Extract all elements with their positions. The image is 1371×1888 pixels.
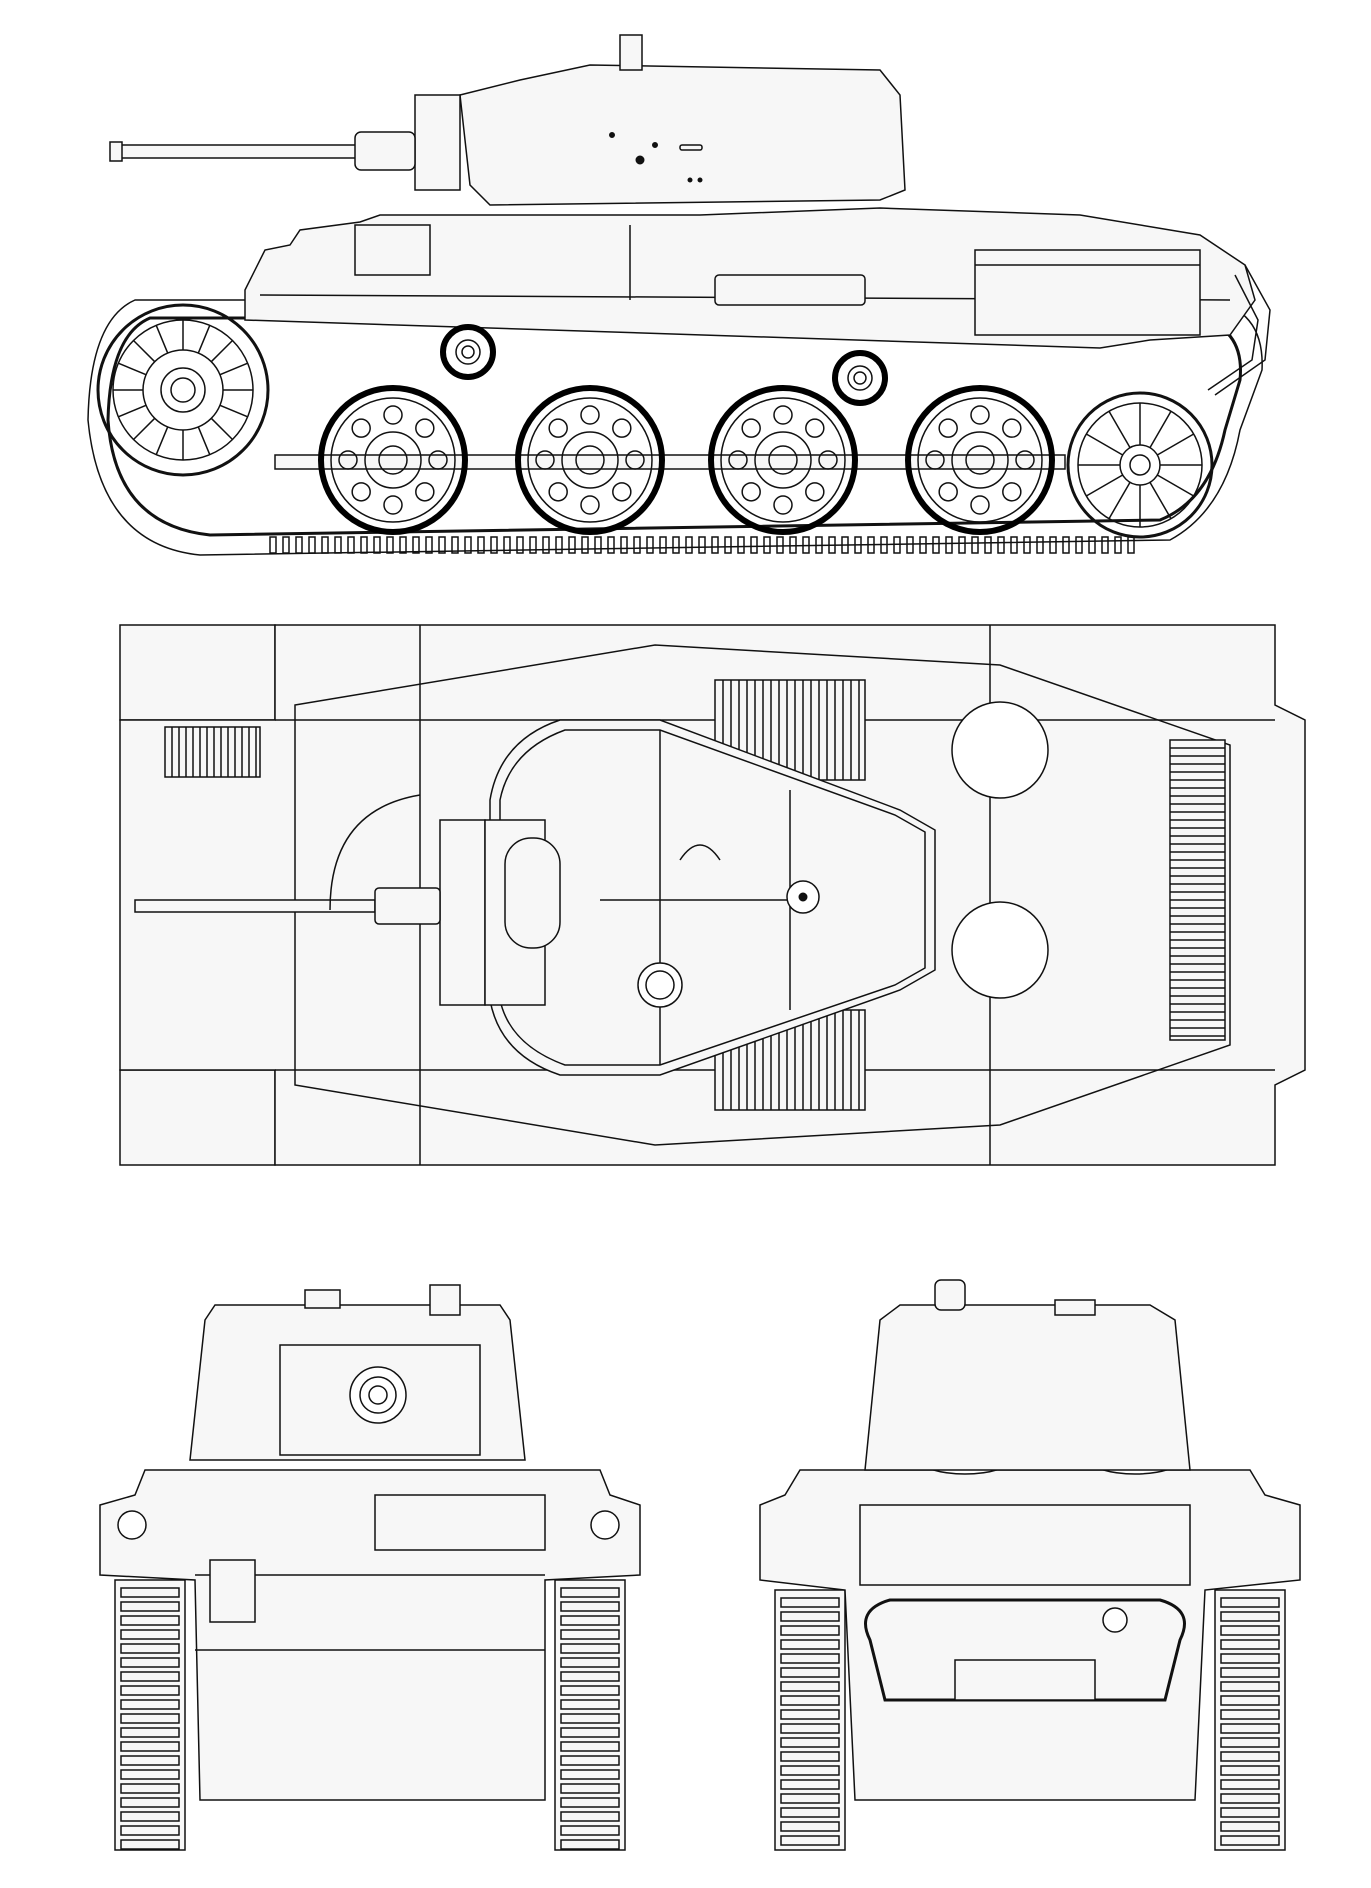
- front-track-right: [554, 1579, 626, 1851]
- front-vent: [209, 1559, 256, 1623]
- return-roller-2: [832, 350, 888, 406]
- antenna-arc: [329, 794, 421, 911]
- rear-muffler: [954, 1659, 1096, 1701]
- side-hull: [244, 207, 1271, 396]
- top-fender-box-left-upper: [119, 624, 276, 721]
- top-plan-view: [119, 624, 1306, 1166]
- gun-recoil-housing: [354, 131, 416, 171]
- rear-exhaust-pipe: [864, 1598, 1186, 1702]
- rear-elevation-view: [759, 1279, 1301, 1851]
- front-driver-plate: [374, 1494, 546, 1551]
- rear-track-right: [1214, 1589, 1286, 1851]
- gun-barrel: [114, 144, 361, 159]
- side-stowage-box: [974, 249, 1201, 336]
- side-hatch-cover: [714, 274, 866, 306]
- front-track-left: [114, 1579, 186, 1851]
- front-hull: [99, 1469, 641, 1801]
- side-elevation-view: [87, 34, 1271, 556]
- suspension-beam: [274, 454, 1066, 470]
- fan-cover-1: [951, 701, 1049, 799]
- road-wheel-2: [515, 385, 665, 535]
- road-wheels: [318, 385, 1055, 535]
- top-gun-barrel: [134, 899, 376, 913]
- return-roller-1: [440, 324, 496, 380]
- road-wheel-4: [905, 385, 1055, 535]
- side-turret: [414, 34, 906, 206]
- drive-sprocket: [96, 303, 270, 477]
- road-wheel-1: [318, 385, 468, 535]
- idler-wheel: [1066, 391, 1214, 539]
- fan-cover-2: [951, 901, 1049, 999]
- turret-cupola: [619, 34, 643, 71]
- turret-hatch: [637, 962, 683, 1008]
- front-elevation-view: [99, 1284, 641, 1851]
- rear-turret: [864, 1304, 1191, 1471]
- side-main-gun: [109, 131, 416, 171]
- rear-engine-deck: [859, 1504, 1191, 1586]
- driver-visor: [354, 224, 431, 276]
- top-fender-box-left-lower: [119, 1069, 276, 1166]
- top-commander-hatch: [504, 837, 561, 949]
- rear-track-left: [774, 1589, 846, 1851]
- road-wheel-3: [708, 385, 858, 535]
- gun-mantlet: [414, 94, 461, 191]
- top-mantlet: [439, 819, 486, 1006]
- top-turret: [489, 719, 936, 1076]
